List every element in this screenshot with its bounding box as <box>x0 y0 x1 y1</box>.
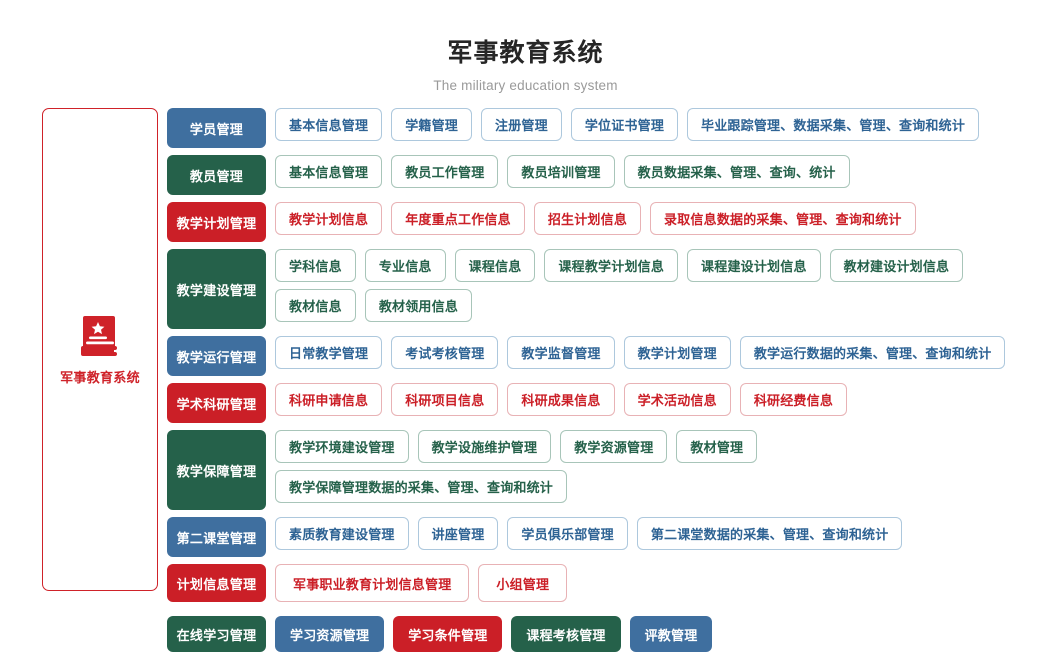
page-header: 军事教育系统 The military education system <box>0 0 1051 93</box>
module-item-button[interactable]: 录取信息数据的采集、管理、查询和统计 <box>650 202 916 235</box>
sidebar-brand-panel: 军事教育系统 <box>42 108 158 591</box>
module-item-list: 学习资源管理学习条件管理课程考核管理评教管理 <box>275 616 1051 659</box>
module-item-button[interactable]: 基本信息管理 <box>275 108 383 141</box>
module-item-button[interactable]: 军事职业教育计划信息管理 <box>275 564 470 602</box>
module-rows: 学员管理基本信息管理学籍管理注册管理学位证书管理毕业跟踪管理、数据采集、管理、查… <box>167 108 1051 666</box>
module-item-button[interactable]: 学员俱乐部管理 <box>507 517 628 550</box>
module-item-button[interactable]: 科研项目信息 <box>391 383 499 416</box>
module-item-button[interactable]: 学习资源管理 <box>275 616 385 652</box>
module-row-label[interactable]: 教员管理 <box>167 155 266 195</box>
module-item-list: 日常教学管理考试考核管理教学监督管理教学计划管理教学运行数据的采集、管理、查询和… <box>275 336 1051 376</box>
module-row: 教员管理基本信息管理教员工作管理教员培训管理教员数据采集、管理、查询、统计 <box>167 155 1051 195</box>
sidebar-brand-label: 军事教育系统 <box>60 369 140 385</box>
module-item-button[interactable]: 学籍管理 <box>391 108 473 141</box>
module-item-button[interactable]: 教学监督管理 <box>507 336 615 369</box>
module-item-button[interactable]: 年度重点工作信息 <box>391 202 525 235</box>
module-item-button[interactable]: 专业信息 <box>364 249 446 282</box>
module-item-button[interactable]: 教学计划信息 <box>275 202 383 235</box>
module-row-label[interactable]: 教学建设管理 <box>167 249 266 329</box>
module-item-button[interactable]: 教学环境建设管理 <box>275 430 409 463</box>
module-item-list: 科研申请信息科研项目信息科研成果信息学术活动信息科研经费信息 <box>275 383 1051 423</box>
module-row-label[interactable]: 在线学习管理 <box>167 616 266 652</box>
module-item-button[interactable]: 评教管理 <box>629 616 713 652</box>
module-item-button[interactable]: 基本信息管理 <box>275 155 383 188</box>
module-row-label[interactable]: 教学保障管理 <box>167 430 266 510</box>
module-item-button[interactable]: 学术活动信息 <box>623 383 731 416</box>
page-subtitle: The military education system <box>433 78 618 93</box>
module-item-list: 基本信息管理学籍管理注册管理学位证书管理毕业跟踪管理、数据采集、管理、查询和统计 <box>275 108 1051 148</box>
module-item-button[interactable]: 教学计划管理 <box>623 336 731 369</box>
module-row: 在线学习管理学习资源管理学习条件管理课程考核管理评教管理 <box>167 616 1051 659</box>
module-item-button[interactable]: 教员数据采集、管理、查询、统计 <box>623 155 850 188</box>
module-item-button[interactable]: 科研成果信息 <box>507 383 615 416</box>
module-item-button[interactable]: 教学设施维护管理 <box>417 430 552 463</box>
module-item-button[interactable]: 教学运行数据的采集、管理、查询和统计 <box>739 336 1006 369</box>
module-item-button[interactable]: 教学资源管理 <box>560 430 668 463</box>
module-item-button[interactable]: 教员培训管理 <box>507 155 615 188</box>
module-item-button[interactable]: 小组管理 <box>478 564 568 602</box>
module-item-button[interactable]: 课程考核管理 <box>511 616 621 652</box>
main-content: 军事教育系统 学员管理基本信息管理学籍管理注册管理学位证书管理毕业跟踪管理、数据… <box>0 93 1051 666</box>
module-row: 教学建设管理学科信息专业信息课程信息课程教学计划信息课程建设计划信息教材建设计划… <box>167 249 1051 329</box>
module-row-label[interactable]: 教学计划管理 <box>167 202 266 242</box>
module-item-button[interactable]: 课程教学计划信息 <box>544 249 679 282</box>
module-item-list: 基本信息管理教员工作管理教员培训管理教员数据采集、管理、查询、统计 <box>275 155 1051 195</box>
module-row-label[interactable]: 计划信息管理 <box>167 564 266 602</box>
module-item-button[interactable]: 教材信息 <box>275 289 356 322</box>
module-item-button[interactable]: 科研经费信息 <box>739 383 848 416</box>
module-item-button[interactable]: 毕业跟踪管理、数据采集、管理、查询和统计 <box>687 108 980 141</box>
module-item-button[interactable]: 教员工作管理 <box>391 155 499 188</box>
module-row-label[interactable]: 第二课堂管理 <box>167 517 266 557</box>
module-item-button[interactable]: 学习条件管理 <box>393 616 503 652</box>
page-title: 军事教育系统 <box>447 39 604 67</box>
module-item-button[interactable]: 考试考核管理 <box>391 336 499 369</box>
module-item-button[interactable]: 第二课堂数据的采集、管理、查询和统计 <box>636 517 903 550</box>
module-item-list: 教学计划信息年度重点工作信息招生计划信息录取信息数据的采集、管理、查询和统计 <box>275 202 1051 242</box>
module-item-button[interactable]: 素质教育建设管理 <box>275 517 409 550</box>
module-item-button[interactable]: 教材建设计划信息 <box>829 249 964 282</box>
module-item-list: 素质教育建设管理讲座管理学员俱乐部管理第二课堂数据的采集、管理、查询和统计 <box>275 517 1051 557</box>
module-item-button[interactable]: 学位证书管理 <box>570 108 679 141</box>
module-row-label[interactable]: 学术科研管理 <box>167 383 266 423</box>
module-item-button[interactable]: 讲座管理 <box>417 517 499 550</box>
module-item-list: 学科信息专业信息课程信息课程教学计划信息课程建设计划信息教材建设计划信息教材信息… <box>275 249 1051 329</box>
book-star-icon <box>79 314 121 358</box>
module-item-button[interactable]: 教学保障管理数据的采集、管理、查询和统计 <box>275 470 568 503</box>
module-row: 教学运行管理日常教学管理考试考核管理教学监督管理教学计划管理教学运行数据的采集、… <box>167 336 1051 376</box>
sidebar-brand: 军事教育系统 <box>60 314 140 386</box>
module-row: 学员管理基本信息管理学籍管理注册管理学位证书管理毕业跟踪管理、数据采集、管理、查… <box>167 108 1051 148</box>
module-item-button[interactable]: 课程信息 <box>454 249 536 282</box>
module-item-button[interactable]: 科研申请信息 <box>275 383 383 416</box>
module-item-button[interactable]: 注册管理 <box>481 108 562 141</box>
module-row: 第二课堂管理素质教育建设管理讲座管理学员俱乐部管理第二课堂数据的采集、管理、查询… <box>167 517 1051 557</box>
module-row: 计划信息管理军事职业教育计划信息管理小组管理 <box>167 564 1051 609</box>
module-item-button[interactable]: 招生计划信息 <box>533 202 642 235</box>
module-row: 教学计划管理教学计划信息年度重点工作信息招生计划信息录取信息数据的采集、管理、查… <box>167 202 1051 242</box>
module-item-button[interactable]: 教材管理 <box>676 430 758 463</box>
module-item-button[interactable]: 教材领用信息 <box>364 289 473 322</box>
module-item-list: 教学环境建设管理教学设施维护管理教学资源管理教材管理教学保障管理数据的采集、管理… <box>275 430 1051 510</box>
module-row: 学术科研管理科研申请信息科研项目信息科研成果信息学术活动信息科研经费信息 <box>167 383 1051 423</box>
module-row-label[interactable]: 学员管理 <box>167 108 266 148</box>
module-row-label[interactable]: 教学运行管理 <box>167 336 266 376</box>
module-row: 教学保障管理教学环境建设管理教学设施维护管理教学资源管理教材管理教学保障管理数据… <box>167 430 1051 510</box>
module-item-button[interactable]: 课程建设计划信息 <box>687 249 821 282</box>
module-item-list: 军事职业教育计划信息管理小组管理 <box>275 564 1051 609</box>
module-item-button[interactable]: 学科信息 <box>275 249 356 282</box>
module-item-button[interactable]: 日常教学管理 <box>275 336 383 369</box>
